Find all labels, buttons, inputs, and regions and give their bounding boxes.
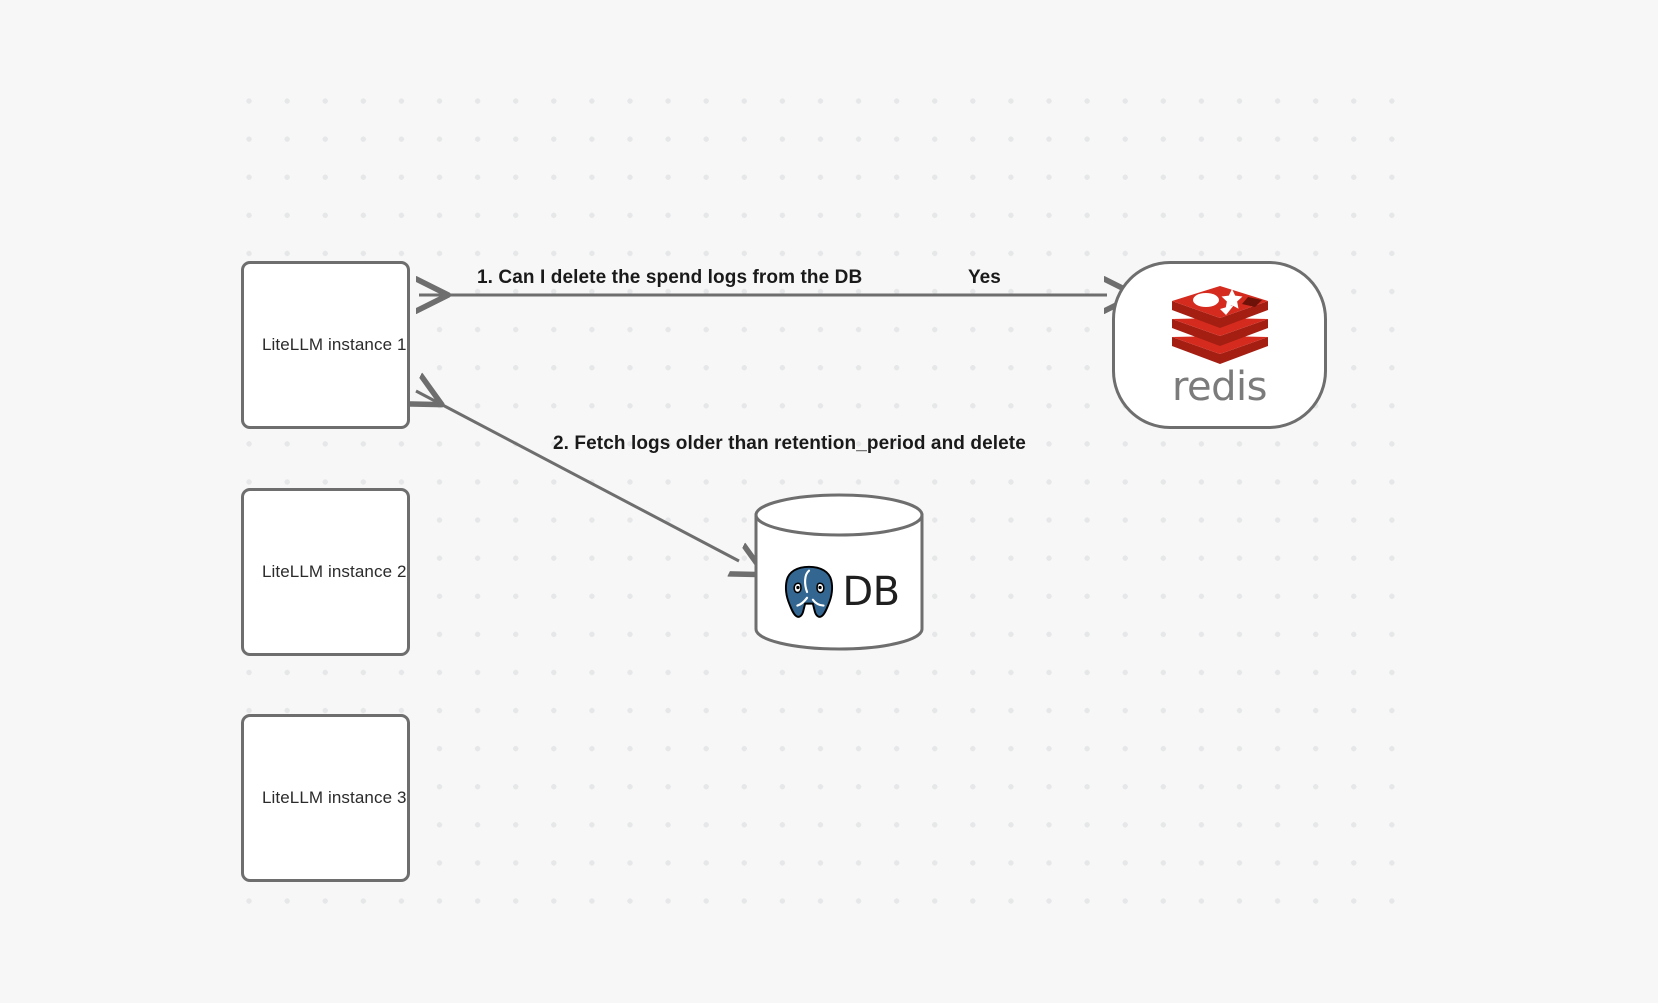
edge-label-step-1: 1. Can I delete the spend logs from the …: [477, 267, 863, 288]
node-redis[interactable]: redis: [1112, 261, 1327, 429]
node-label-instance-3: LiteLLM instance 3: [262, 788, 407, 807]
node-label-instance-2: LiteLLM instance 2: [262, 562, 407, 581]
node-label-instance-1: LiteLLM instance 1: [262, 335, 407, 354]
node-database[interactable]: DB: [753, 493, 925, 651]
node-litellm-instance-3[interactable]: LiteLLM instance 3: [241, 714, 410, 882]
edge-label-step-2: 2. Fetch logs older than retention_perio…: [553, 433, 1026, 454]
node-litellm-instance-2[interactable]: LiteLLM instance 2: [241, 488, 410, 656]
node-litellm-instance-1[interactable]: LiteLLM instance 1: [241, 261, 410, 429]
database-logo-row: DB: [753, 549, 925, 635]
edge-line-instance1-db: [416, 391, 739, 561]
edge-label-yes: Yes: [968, 267, 1001, 288]
database-label: DB: [842, 569, 900, 615]
edge-instance1-db: [416, 391, 739, 561]
postgresql-elephant-icon: [783, 564, 835, 620]
redis-wordmark: redis: [1171, 363, 1268, 410]
redis-stack-logo-icon: [1171, 285, 1268, 364]
